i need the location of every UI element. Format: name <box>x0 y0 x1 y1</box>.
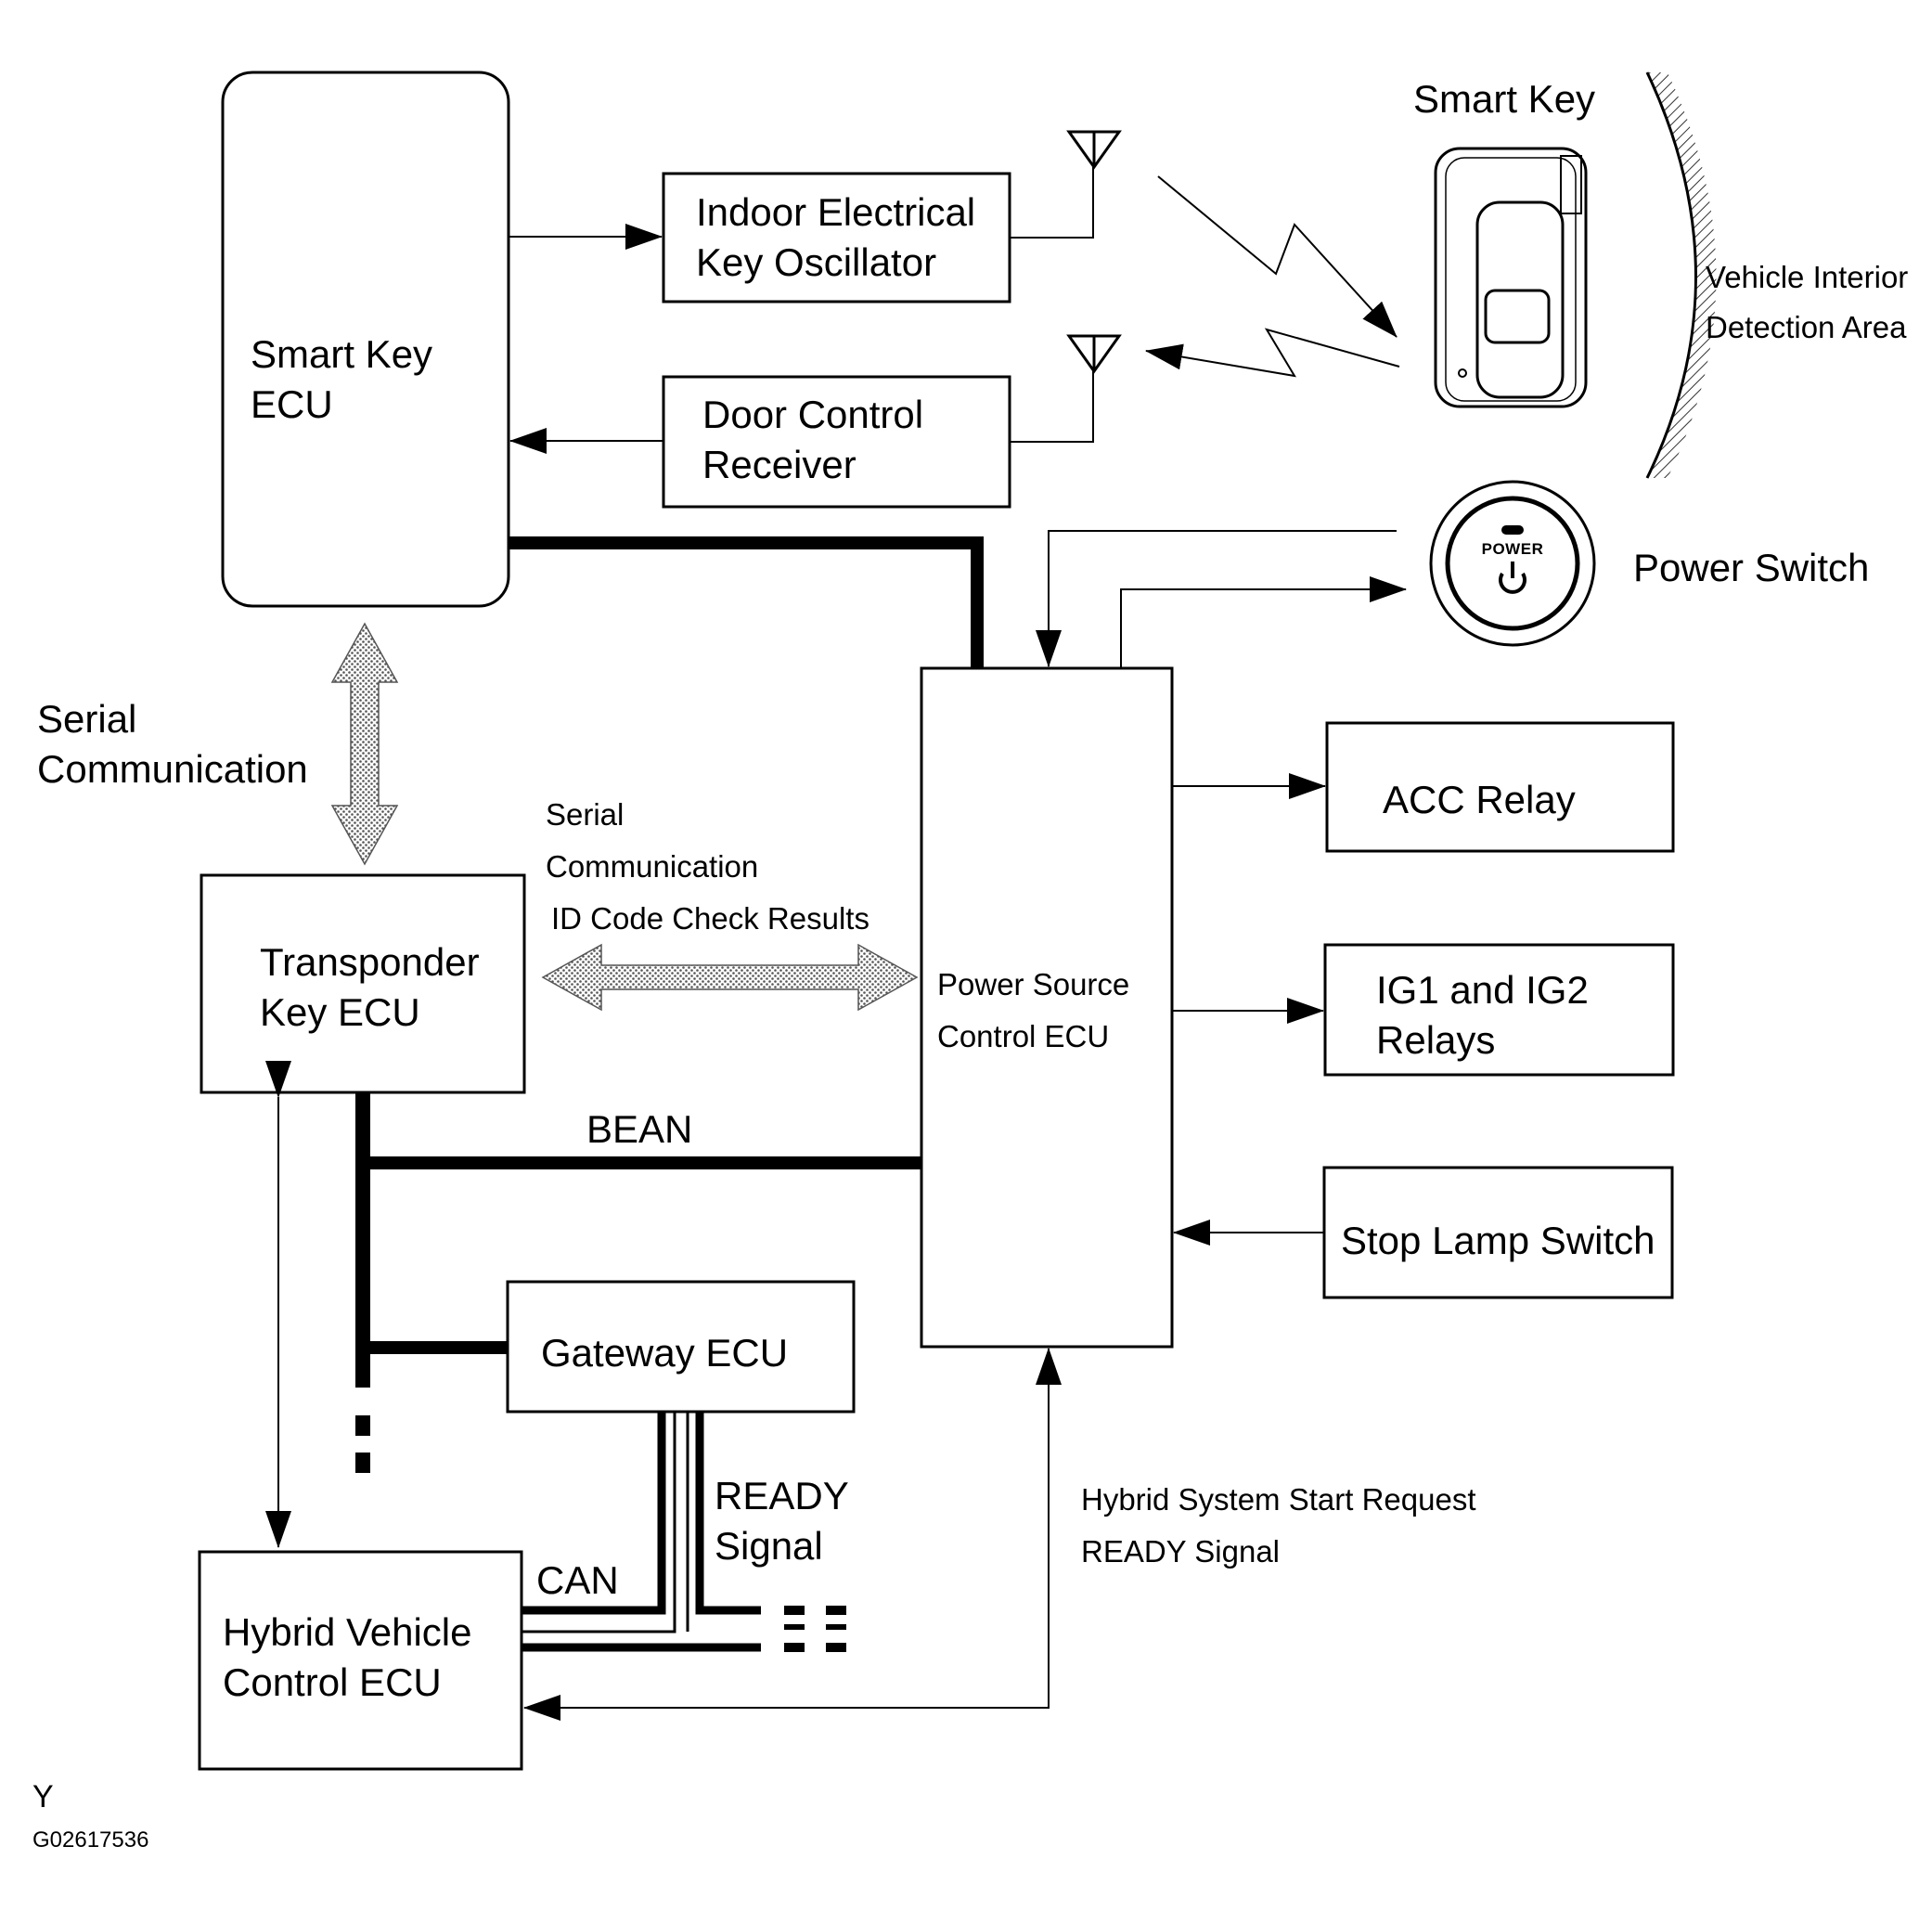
serial-comm-arrow-horizontal <box>541 943 919 1012</box>
stop-lamp-switch-label: Stop Lamp Switch <box>1341 1219 1655 1262</box>
can-label: CAN <box>536 1558 619 1602</box>
smart-key-icon <box>1434 147 1588 408</box>
ig-relays-box <box>1323 943 1675 1077</box>
detection-area-edge <box>1645 71 1697 479</box>
receiver-antenna-icon <box>1066 334 1122 374</box>
power-source-ecu-box <box>920 666 1174 1349</box>
hybrid-start-request-line <box>523 1349 1050 1721</box>
receiver-antenna-line <box>1010 371 1094 443</box>
oscillator-antenna-line <box>1010 167 1094 239</box>
signal-to-smart-key <box>1157 175 1397 338</box>
gateway-ecu-label: Gateway ECU <box>541 1331 789 1375</box>
acc-relay-label: ACC Relay <box>1383 778 1576 821</box>
footer-code: G02617536 <box>32 1827 149 1853</box>
smart-ecu-power-ecu-bus <box>509 536 984 668</box>
can-bus <box>522 1412 761 1652</box>
power-button-text: POWER <box>1481 540 1544 558</box>
detection-area-arc <box>1647 72 1717 478</box>
power-switch-label: Power Switch <box>1633 546 1870 589</box>
bean-label: BEAN <box>586 1107 693 1151</box>
can-bus-dashes <box>784 1606 846 1652</box>
power-switch-icon[interactable] <box>1429 480 1596 647</box>
ecu-to-power-switch-line <box>1120 576 1407 668</box>
footer-letter: Y <box>32 1779 54 1814</box>
bean-bus-dash-1 <box>355 1415 370 1436</box>
signal-from-smart-key <box>1145 328 1400 378</box>
power-switch-to-ecu-line <box>1036 530 1397 667</box>
acc-relay-box <box>1325 721 1675 853</box>
smart-key-ecu-box <box>221 71 510 608</box>
hybrid-ecu-box <box>198 1550 523 1771</box>
smart-key-label: Smart Key <box>1413 77 1596 121</box>
serial-comm-arrow-vertical <box>330 622 399 866</box>
bean-bus-dash-2 <box>355 1453 370 1473</box>
oscillator-antenna-icon <box>1066 130 1122 170</box>
